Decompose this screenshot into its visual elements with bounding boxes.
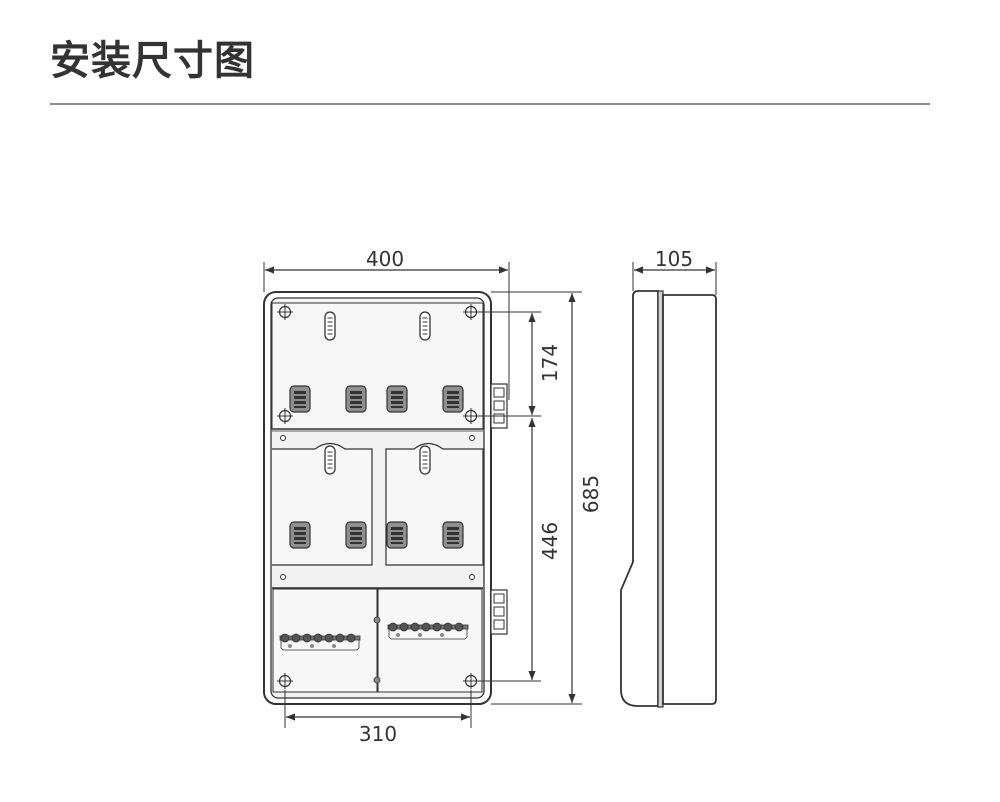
front-view	[263, 291, 508, 705]
dim-label-upper-height: 174	[538, 344, 562, 382]
dim-label-mount-width: 310	[359, 722, 397, 746]
dim-label-width: 400	[366, 247, 404, 271]
dim-label-lower-height: 446	[538, 522, 562, 560]
dimension-lines	[263, 262, 717, 728]
title-divider	[50, 103, 930, 105]
dim-label-total-height: 685	[579, 475, 603, 513]
side-view	[620, 290, 717, 708]
dim-label-depth: 105	[655, 247, 693, 271]
page-title: 安装尺寸图	[50, 38, 255, 84]
